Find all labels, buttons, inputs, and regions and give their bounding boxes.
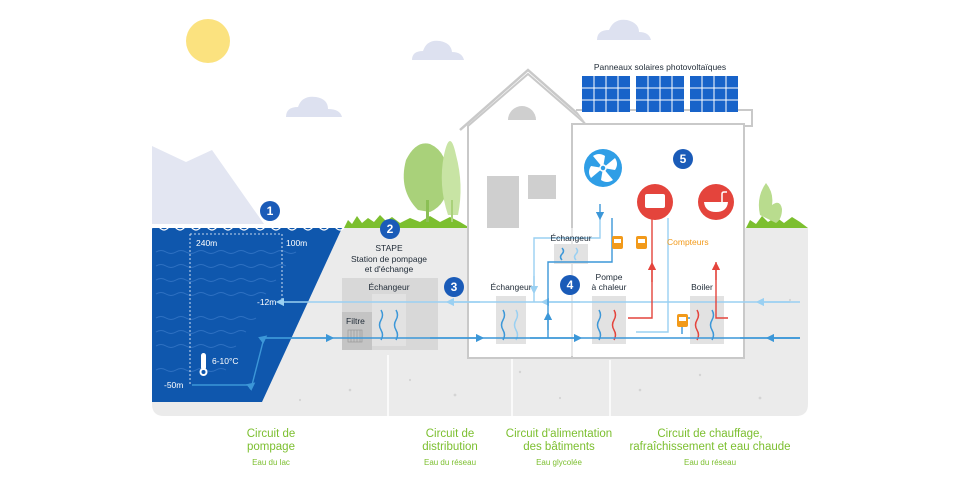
meters-label: Compteurs bbox=[667, 237, 709, 247]
heat-pump-label-1: Pompe bbox=[595, 272, 623, 282]
badge-3: 3 bbox=[444, 277, 464, 297]
mountain bbox=[152, 146, 264, 224]
depth-label-50m: -50m bbox=[164, 380, 184, 390]
station-exchanger-label: Échangeur bbox=[368, 282, 410, 292]
caption-building-supply-title-2: des bâtiments bbox=[523, 441, 595, 453]
station-line1: Station de pompage bbox=[350, 254, 428, 264]
station-title: STAPE bbox=[375, 243, 403, 253]
pipes bbox=[192, 204, 800, 391]
caption-pumping-title-2: pompage bbox=[247, 441, 295, 453]
caption-building-supply-title-1: Circuit d'alimentation bbox=[505, 428, 613, 440]
distribution-exchanger-label: Échangeur bbox=[490, 282, 532, 292]
caption-pumping-sub: Eau du lac bbox=[252, 458, 290, 467]
building-exchanger-box bbox=[554, 244, 588, 264]
meter-icon bbox=[612, 236, 623, 249]
thermometer-icon bbox=[199, 353, 208, 376]
heat-pump-box bbox=[592, 296, 626, 344]
caption-pumping-title-1: Circuit de bbox=[246, 428, 296, 440]
lake-waves bbox=[155, 250, 297, 372]
lake bbox=[152, 228, 342, 402]
badge-4: 4 bbox=[560, 275, 580, 295]
badge-2: 2 bbox=[380, 219, 400, 239]
depth-guides bbox=[189, 233, 283, 384]
depth-label-12m: -12m bbox=[257, 297, 277, 307]
badge-5: 5 bbox=[673, 149, 693, 169]
caption-heating-sub: Eau du réseau bbox=[683, 458, 737, 467]
solar-panels bbox=[582, 76, 738, 112]
solar-panels-label: Panneaux solaires photovoltaïques bbox=[593, 62, 727, 72]
section-dividers bbox=[387, 355, 611, 416]
tree bbox=[441, 141, 461, 222]
building-exchanger-label: Échangeur bbox=[550, 233, 592, 243]
depth-label-240m: 240m bbox=[196, 238, 218, 248]
depth-label-100m: 100m bbox=[286, 238, 308, 248]
filter-label: Filtre bbox=[346, 316, 365, 326]
caption-heating-title-2: rafraîchissement et eau chaude bbox=[629, 441, 791, 453]
meter-icon bbox=[636, 236, 647, 249]
station-line2: et d'échange bbox=[364, 264, 414, 274]
boiler-label: Boiler bbox=[691, 282, 713, 292]
grass bbox=[344, 215, 470, 228]
caption-distribution-title-1: Circuit de bbox=[425, 428, 475, 440]
meter-icon bbox=[677, 314, 688, 327]
radiator-icon bbox=[637, 184, 673, 220]
boiler-box bbox=[690, 296, 724, 344]
cloud-icon bbox=[286, 19, 651, 117]
caption-distribution-sub: Eau du réseau bbox=[423, 458, 477, 467]
bathtub-icon bbox=[698, 184, 734, 220]
caption-heating-title-1: Circuit de chauffage, bbox=[657, 428, 763, 440]
temperature-label: 6-10°C bbox=[212, 356, 239, 366]
heat-pump-label-2: à chaleur bbox=[591, 282, 627, 292]
tree bbox=[403, 143, 448, 222]
distribution-exchanger-box bbox=[496, 296, 526, 344]
lake-surface-wave bbox=[151, 225, 345, 231]
caption-building-supply-sub: Eau glycolée bbox=[536, 458, 582, 467]
filter-grid bbox=[347, 329, 363, 343]
sun-icon bbox=[186, 19, 230, 63]
bush bbox=[758, 183, 782, 223]
badge-1: 1 bbox=[260, 201, 280, 221]
caption-distribution-title-2: distribution bbox=[422, 441, 478, 453]
fan-icon bbox=[584, 149, 622, 187]
exchanger-coils bbox=[378, 247, 715, 341]
